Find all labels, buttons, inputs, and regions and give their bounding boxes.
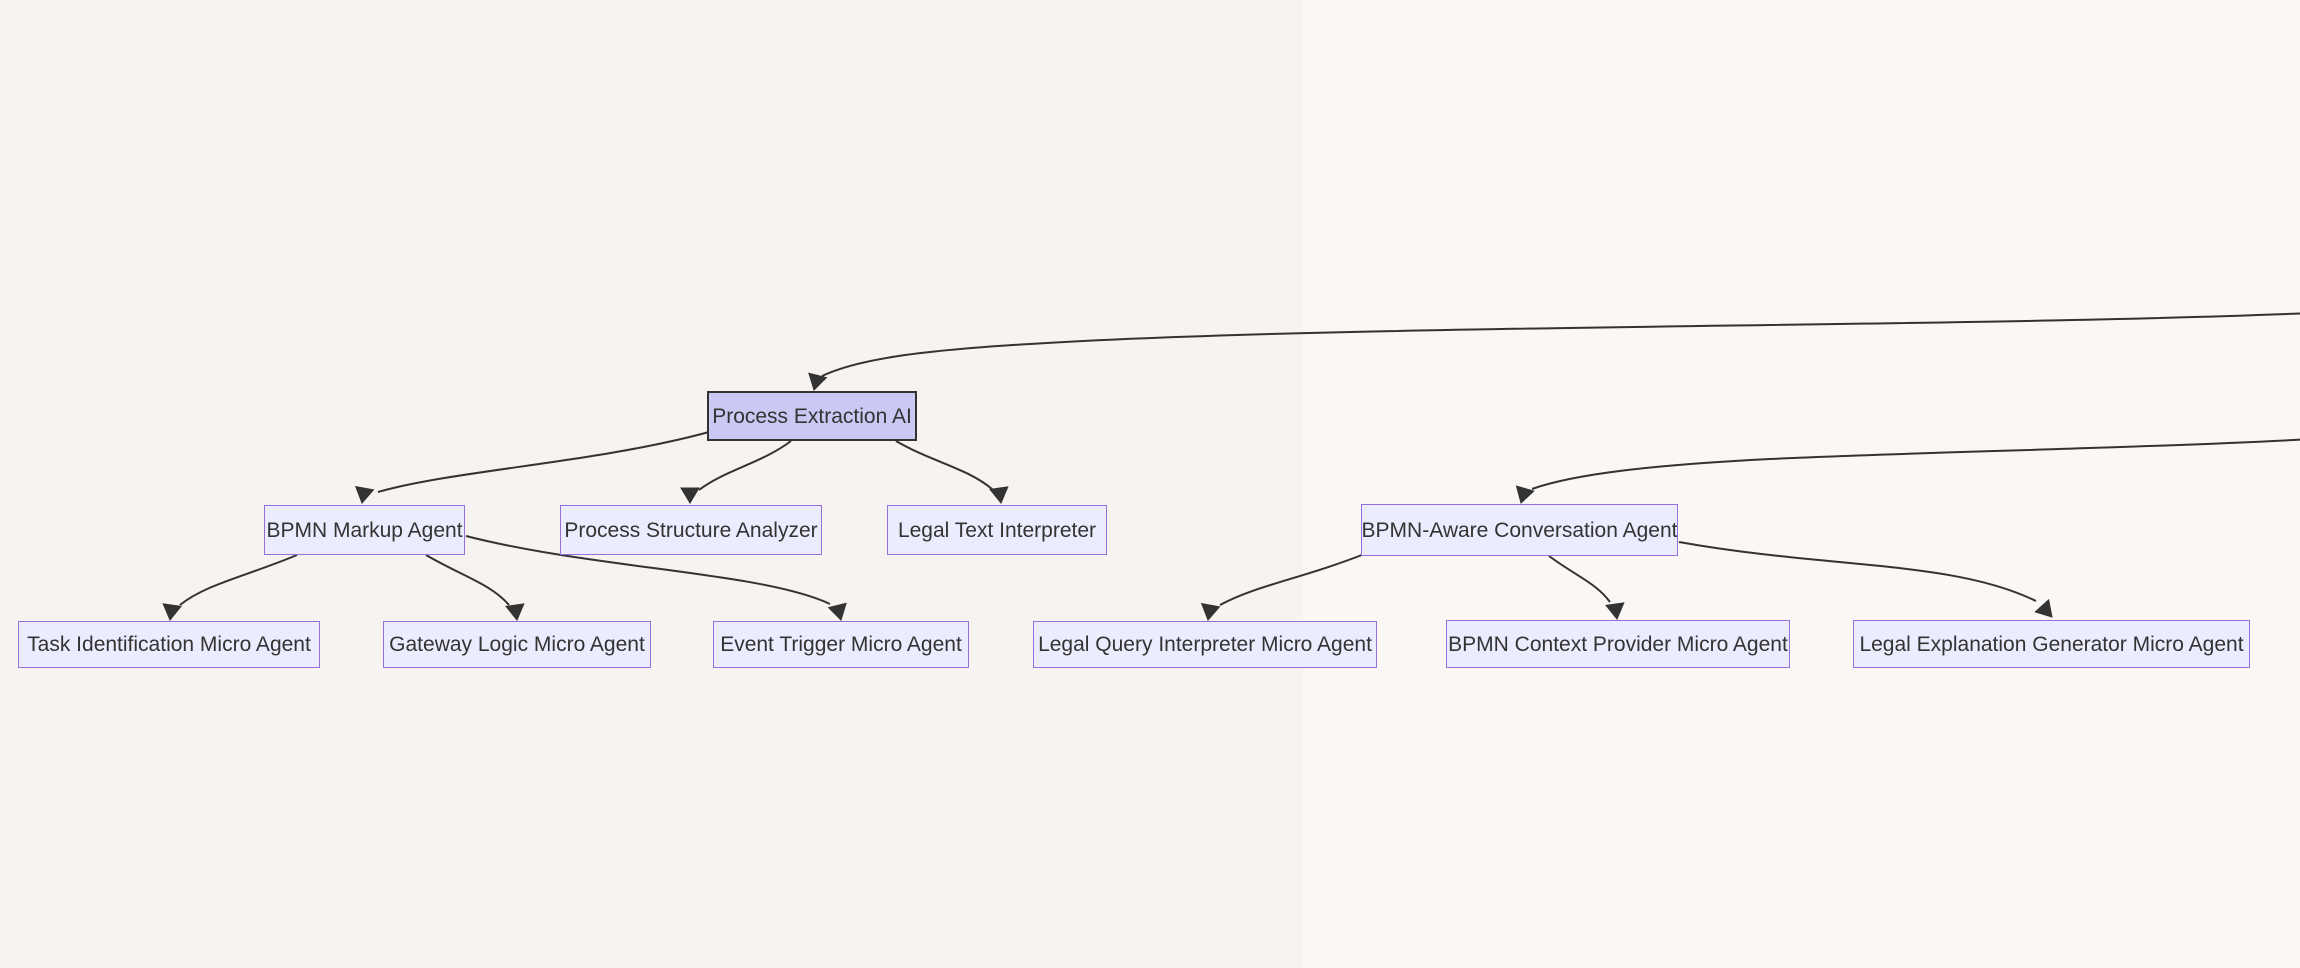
edge-process-extraction-ai-to-legal-text-interpreter	[895, 440, 1009, 504]
node-bpmn-context-provider-micro-agent: BPMN Context Provider Micro Agent	[1446, 620, 1790, 668]
edge-bpmn-aware-to-legal-query-interpreter	[1200, 552, 1368, 621]
arrowhead-icon	[808, 372, 828, 391]
arrowhead-icon	[162, 603, 182, 621]
edge-process-extraction-ai-to-process-structure-analyzer	[680, 440, 792, 504]
edge-bpmn-markup-agent-to-task-identification	[162, 554, 298, 621]
arrowhead-icon	[989, 486, 1009, 504]
edge-line	[698, 440, 792, 491]
arrowhead-icon	[827, 602, 847, 621]
edge-line	[179, 554, 298, 606]
node-gateway-logic-micro-agent: Gateway Logic Micro Agent	[383, 621, 651, 668]
edge-line	[425, 554, 510, 606]
node-legal-query-interpreter-micro-agent: Legal Query Interpreter Micro Agent	[1033, 621, 1377, 668]
node-event-trigger-micro-agent: Event Trigger Micro Agent	[713, 621, 969, 668]
edge-line	[1531, 438, 2300, 490]
edge-process-extraction-ai-to-bpmn-markup-agent	[354, 431, 710, 504]
node-legal-text-interpreter: Legal Text Interpreter	[887, 505, 1107, 555]
node-task-identification-micro-agent: Task Identification Micro Agent	[18, 621, 320, 668]
edge-line	[1219, 552, 1368, 606]
edge-line	[465, 535, 831, 605]
arrowhead-icon	[505, 603, 525, 621]
edge-bpmn-aware-to-legal-explanation-generator	[1678, 541, 2053, 618]
arrowhead-icon	[354, 486, 375, 504]
arrowhead-icon	[680, 487, 700, 504]
edge-line	[821, 312, 2300, 377]
arrowhead-icon	[1605, 602, 1625, 620]
edge-bpmn-aware-to-bpmn-context-provider	[1548, 555, 1625, 620]
node-legal-explanation-generator-micro-agent: Legal Explanation Generator Micro Agent	[1853, 620, 2250, 668]
node-process-structure-analyzer: Process Structure Analyzer	[560, 505, 822, 555]
node-bpmn-markup-agent: BPMN Markup Agent	[264, 505, 465, 555]
node-process-extraction-ai: Process Extraction AI	[707, 391, 917, 441]
edge-offscreen-to-bpmn-aware-conversation-agent	[1515, 438, 2300, 504]
edge-line	[1548, 555, 1611, 603]
background-panel-right	[1303, 0, 2300, 968]
arrowhead-icon	[2034, 598, 2053, 618]
edge-line	[377, 431, 710, 493]
edge-offscreen-to-process-extraction-ai	[808, 312, 2300, 391]
arrowhead-icon	[1200, 603, 1221, 621]
edge-line	[895, 440, 993, 490]
edge-bpmn-markup-agent-to-event-trigger	[465, 535, 847, 621]
edge-bpmn-markup-agent-to-gateway-logic	[425, 554, 525, 621]
arrowhead-icon	[1515, 485, 1535, 504]
edge-line	[1678, 541, 2037, 602]
node-bpmn-aware-conversation-agent: BPMN-Aware Conversation Agent	[1361, 504, 1678, 556]
